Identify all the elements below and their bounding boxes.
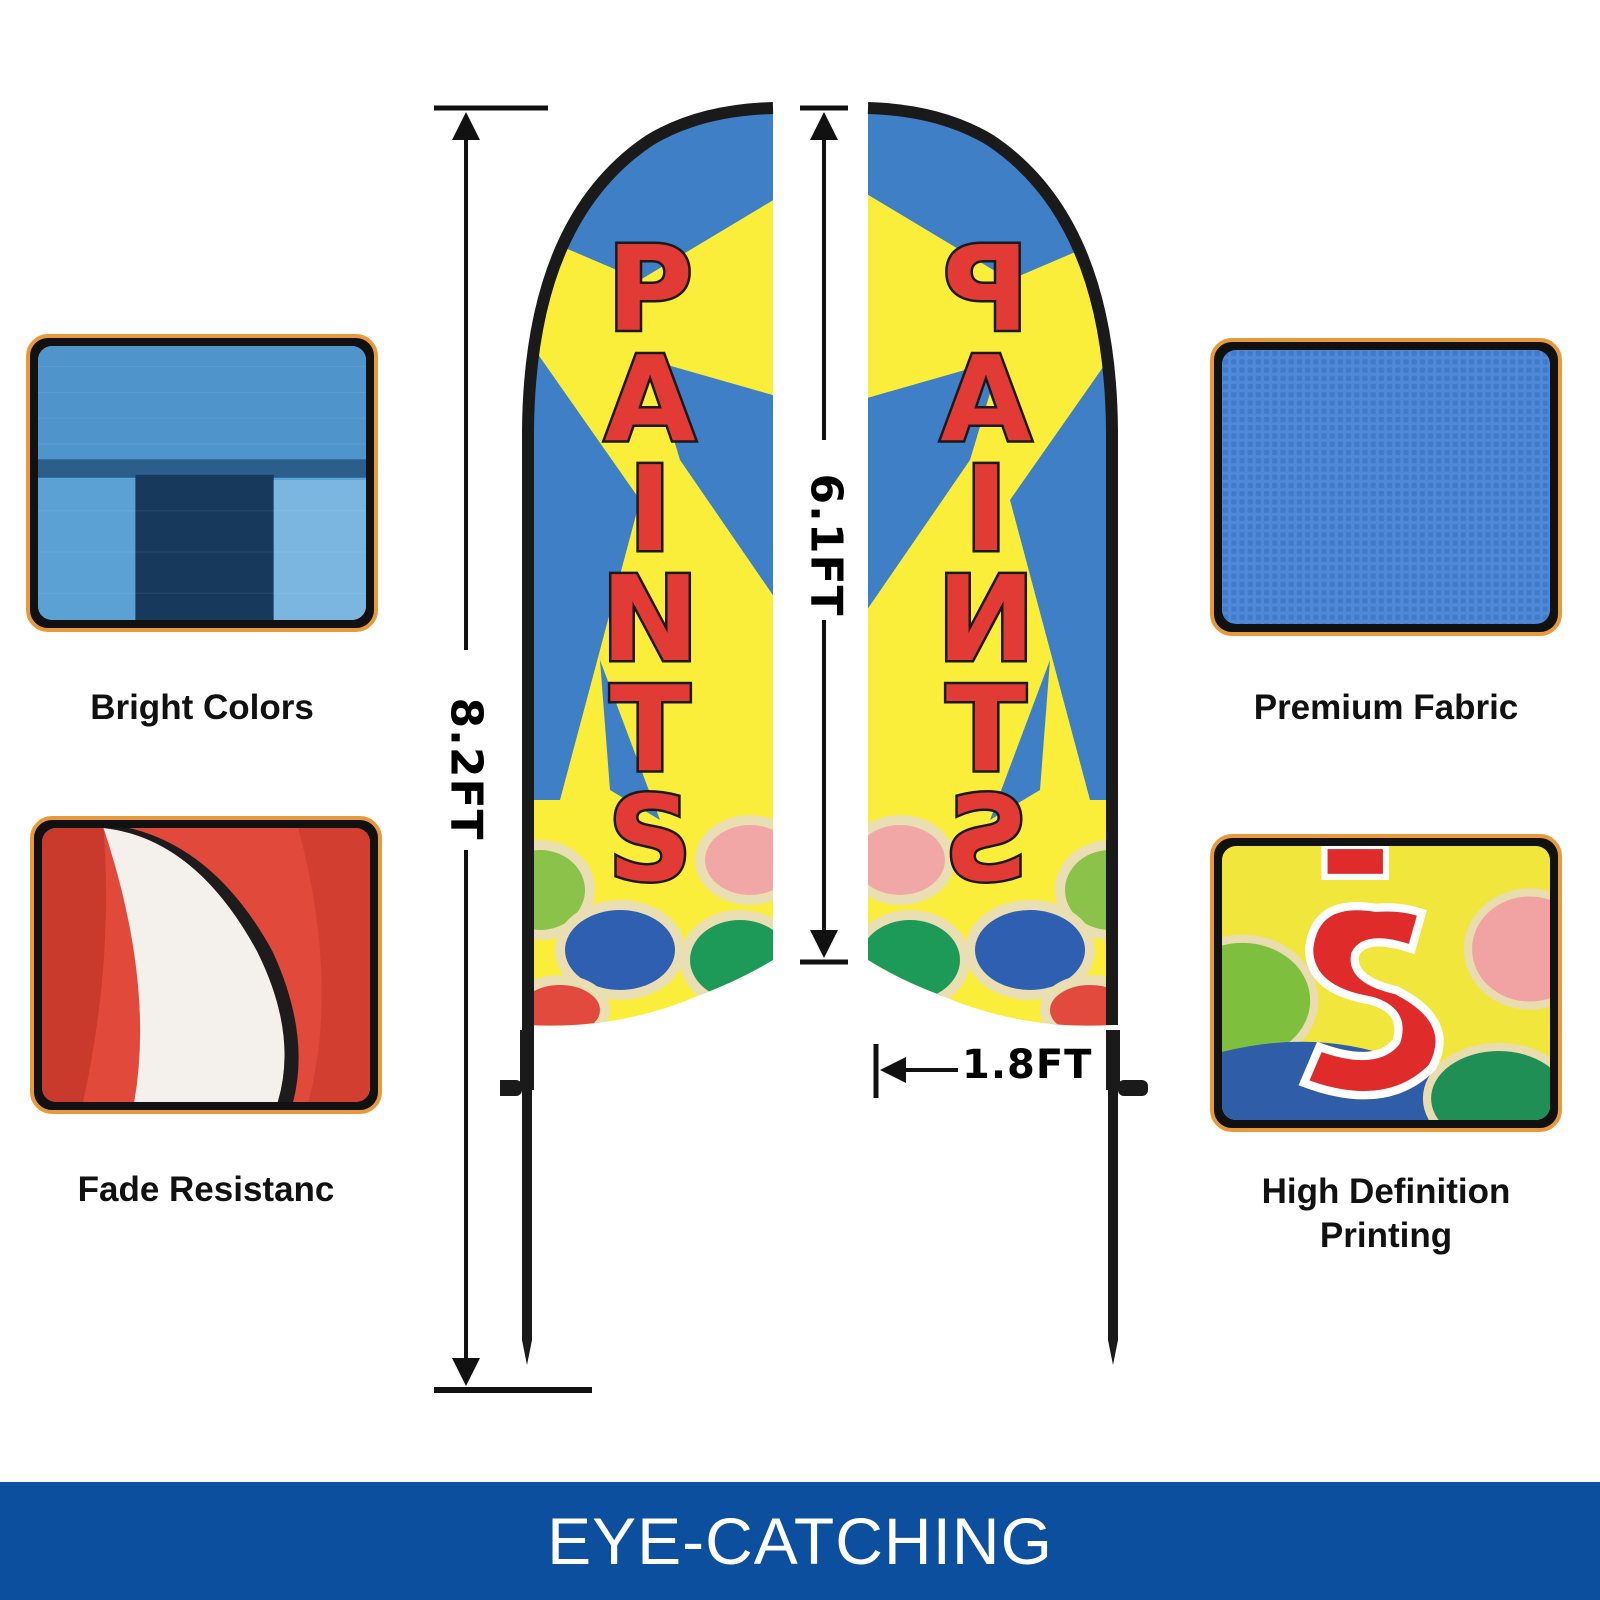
left-flag-letter: P bbox=[607, 230, 693, 358]
bright-colors-caption: Bright Colors bbox=[90, 688, 314, 727]
left-flag-letter: I bbox=[628, 440, 672, 578]
premium-fabric-caption: Premium Fabric bbox=[1253, 688, 1519, 727]
banner-title: EYE-CATCHING bbox=[547, 1504, 1053, 1578]
right-flag-letter: S bbox=[944, 770, 1029, 890]
right-flag-letter: N bbox=[937, 550, 1036, 688]
dimension-lines bbox=[434, 105, 958, 1393]
left-flag-letter: T bbox=[610, 660, 691, 798]
right-feather-flag bbox=[867, 102, 1148, 1365]
total-height-label: 8.2FT bbox=[440, 697, 492, 841]
high-definition-caption: High Definition Printing bbox=[1261, 1172, 1511, 1255]
left-feather-flag bbox=[500, 102, 774, 1365]
left-flag-letter: N bbox=[601, 550, 700, 688]
left-flag-letter: S bbox=[608, 770, 693, 890]
bright-colors-swatch bbox=[26, 334, 378, 632]
right-flag-letter: A bbox=[940, 330, 1031, 468]
left-flag-letter: A bbox=[604, 330, 695, 468]
right-flag-letter: P bbox=[943, 230, 1029, 358]
fade-resistance-swatch bbox=[30, 816, 382, 1114]
bottom-banner: EYE-CATCHING bbox=[0, 1482, 1600, 1600]
right-flag-letter: T bbox=[946, 660, 1027, 798]
fade-resistance-caption: Fade Resistanc bbox=[77, 1170, 335, 1209]
high-definition-swatch bbox=[1210, 834, 1562, 1132]
premium-fabric-swatch bbox=[1210, 338, 1562, 636]
flag-width-label: 1.8FT bbox=[962, 1042, 1093, 1088]
right-flag-letter: I bbox=[964, 440, 1008, 578]
flag-height-label: 6.1FT bbox=[800, 473, 852, 617]
